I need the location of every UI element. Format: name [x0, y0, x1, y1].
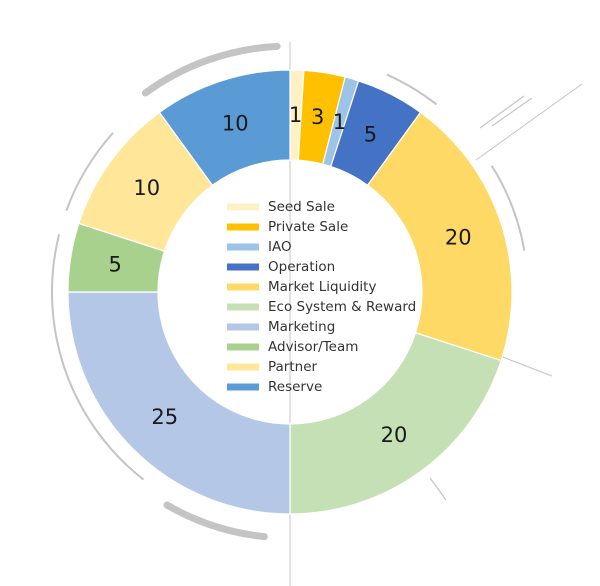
- data-label-partner: 10: [133, 176, 160, 200]
- diagonal-guide-line: [475, 83, 583, 161]
- arc-left: [51, 234, 145, 481]
- diagonal-dash-1: [479, 95, 525, 129]
- data-label-operation: 5: [364, 122, 377, 146]
- tick-right: [499, 355, 553, 377]
- legend-label-marketing: Marketing: [268, 319, 335, 335]
- legend-label-eco-system-reward: Eco System & Reward: [268, 299, 416, 315]
- data-label-market-liquidity: 20: [445, 225, 472, 249]
- arc-upper-right: [386, 73, 438, 106]
- arc-top-thick: [141, 42, 281, 97]
- arc-right: [490, 165, 526, 251]
- data-label-advisor-team: 5: [109, 252, 122, 276]
- legend-swatch-eco-system-reward: [227, 303, 259, 311]
- legend-swatch-seed-sale: [227, 203, 259, 211]
- legend-label-partner: Partner: [268, 359, 318, 375]
- donut-slices: [67, 69, 513, 515]
- slice-eco-system-reward: [289, 332, 502, 515]
- legend-swatch-private-sale: [227, 223, 259, 231]
- legend-swatch-market-liquidity: [227, 283, 259, 291]
- data-label-seed-sale: 1: [289, 103, 302, 127]
- arc-upper-left: [65, 132, 114, 211]
- tick-bottom-right: [429, 477, 447, 501]
- data-label-eco-system-reward: 20: [381, 423, 408, 447]
- legend-label-seed-sale: Seed Sale: [268, 199, 335, 215]
- data-label-marketing: 25: [151, 405, 178, 429]
- slice-reserve: [158, 69, 291, 187]
- data-label-iao: 1: [333, 110, 346, 134]
- legend-swatch-operation: [227, 263, 259, 271]
- slice-market-liquidity: [366, 111, 513, 362]
- diagonal-dash-2: [491, 97, 533, 127]
- legend-label-market-liquidity: Market Liquidity: [268, 279, 376, 295]
- legend-label-operation: Operation: [268, 259, 335, 275]
- legend-swatch-partner: [227, 363, 259, 371]
- legend-label-advisor-team: Advisor/Team: [268, 339, 358, 355]
- legend-swatch-marketing: [227, 323, 259, 331]
- data-label-private-sale: 3: [311, 105, 324, 129]
- legend-label-iao: IAO: [268, 239, 292, 255]
- arc-bottom-thick: [163, 501, 268, 541]
- legend-label-private-sale: Private Sale: [268, 219, 348, 235]
- slice-marketing: [67, 291, 291, 515]
- legend-swatch-advisor-team: [227, 343, 259, 351]
- legend-label-reserve: Reserve: [268, 379, 322, 395]
- data-label-reserve: 10: [222, 112, 249, 136]
- legend-swatch-reserve: [227, 383, 259, 391]
- legend-swatch-iao: [227, 243, 259, 251]
